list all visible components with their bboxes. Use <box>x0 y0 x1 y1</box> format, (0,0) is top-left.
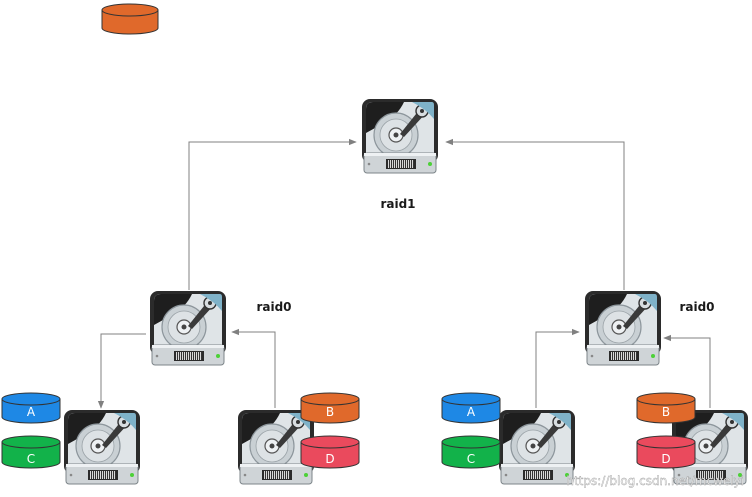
right-disk-c-label: C <box>467 452 475 466</box>
right-raid0-drive-icon <box>584 290 662 366</box>
right-disk-b: B <box>636 392 696 424</box>
right-disk-b-label: B <box>662 405 670 419</box>
raid1-label: raid1 <box>380 197 415 211</box>
arrow-right-raid0-to-raid1 <box>445 138 625 290</box>
arrows <box>97 138 711 409</box>
arrow-left-disk2-to-raid0 <box>231 328 276 408</box>
right-disk-d-label: D <box>661 452 670 466</box>
right-raid0-label: raid0 <box>679 300 714 314</box>
right-disk-c: C <box>441 435 501 469</box>
left-raid0-label: raid0 <box>256 300 291 314</box>
right-disk-ac-drive-icon <box>498 409 576 485</box>
left-disk-a-label: A <box>27 405 36 419</box>
left-disk-b: B <box>300 392 360 424</box>
left-disk-b-label: B <box>326 405 334 419</box>
left-disk-c: C <box>1 435 61 469</box>
arrow-left-raid0-to-disk1 <box>97 333 146 409</box>
right-disk-d: D <box>636 435 696 469</box>
left-disk-d-label: D <box>325 452 334 466</box>
legend-disk-icon <box>101 3 159 35</box>
left-disk-d: D <box>300 435 360 469</box>
left-disk-a: A <box>1 392 61 424</box>
raid1-drive-icon <box>361 98 439 174</box>
arrow-left-raid0-to-raid1 <box>188 138 357 290</box>
left-disk-c-label: C <box>27 452 35 466</box>
watermark-text: https://blog.csdn.net/mcwelyi <box>566 474 744 488</box>
arrow-right-disk1-to-raid0 <box>535 328 580 408</box>
left-raid0-drive-icon <box>149 290 227 366</box>
right-disk-a-label: A <box>467 405 476 419</box>
left-disk-ac-drive-icon <box>63 409 141 485</box>
arrow-right-disk2-to-raid0 <box>663 334 711 408</box>
right-disk-a: A <box>441 392 501 424</box>
